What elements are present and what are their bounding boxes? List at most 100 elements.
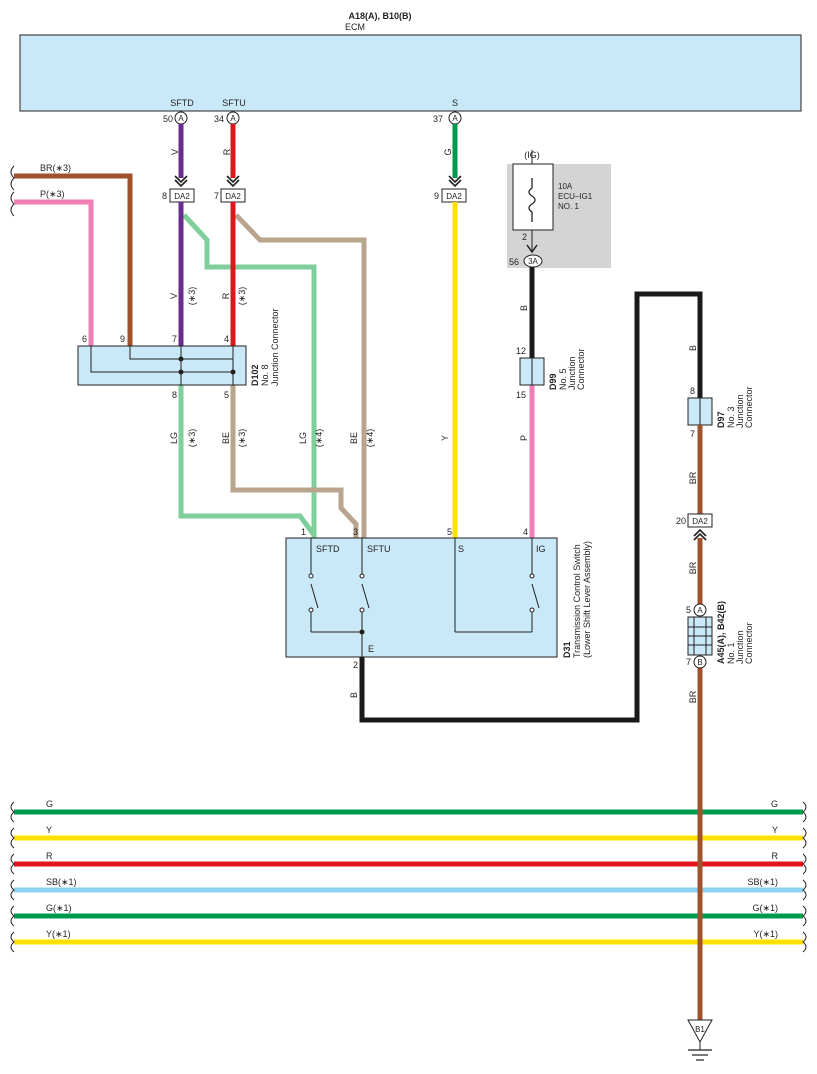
da2-20-pin: 20 — [676, 516, 686, 526]
variant-note-lg-left: (∗3) — [187, 429, 197, 448]
d102-pin-4: 4 — [224, 334, 229, 344]
break-mark-p — [10, 191, 15, 217]
a45-line2: Junction — [735, 630, 745, 664]
fuse-number: NO. 1 — [558, 202, 579, 211]
wire-pink-left — [14, 199, 94, 346]
bus-break-right-2 — [802, 853, 807, 875]
bus-break-right-1 — [802, 827, 807, 849]
fuse-pin: 2 — [522, 232, 527, 242]
d102-junction-connector: 6 9 7 4 8 5 D102 No. 8 Junction Connecto… — [77, 308, 280, 400]
d31-pin-1: 1 — [301, 527, 306, 537]
bus-break-left-3 — [10, 879, 15, 901]
d102-line2: Junction Connector — [270, 308, 280, 386]
da2-connector-7: 7 DA2 — [214, 188, 246, 203]
da2-connector-9: 9 DA2 — [434, 188, 467, 203]
d97-junction-connector: 8 7 D97 No. 3 Junction Connector — [687, 386, 754, 439]
d99-code: D99 — [548, 373, 558, 390]
variant-note-r: (∗3) — [237, 287, 247, 306]
ecm-connector-code: A18(A), B10(B) — [348, 11, 411, 21]
variant-note-lg-right: (∗4) — [314, 429, 324, 448]
ecm-pin-s-connector: A — [452, 114, 458, 123]
wire-label-b-ground: B — [349, 692, 359, 698]
bus-break-right-4 — [802, 905, 807, 927]
wire-label-b-ig: B — [519, 305, 529, 311]
wire-label-r-upper: R — [222, 148, 232, 155]
wire-lightgreen-crossover — [182, 213, 317, 538]
break-mark-br — [10, 165, 15, 191]
d31-pin-name-s: S — [458, 544, 464, 554]
left-input-br: BR(∗3) — [40, 163, 71, 173]
a45-code: A45(A), B42(B) — [716, 601, 726, 664]
d31-code: D31 — [562, 641, 572, 658]
wire-label-v-upper: V — [170, 149, 180, 155]
ecm-pin-sftd-connector: A — [178, 114, 184, 123]
d31-pin-5: 5 — [447, 527, 452, 537]
wire-label-br-1: BR — [688, 471, 698, 484]
d99-line3: Connector — [576, 348, 586, 390]
wire-black-ground — [359, 291, 703, 723]
ecm-name: ECM — [345, 22, 365, 32]
d97-line1: No. 3 — [726, 406, 736, 428]
wire-label-y: Y — [440, 435, 450, 441]
d99-line1: No. 5 — [558, 368, 568, 390]
bus-break-left-4 — [10, 905, 15, 927]
wire-label-v-mid: V — [169, 293, 179, 299]
ecm-pin-sftu-number: 34 — [214, 114, 224, 124]
da2-connector-8: 8 DA2 — [162, 188, 195, 203]
d102-pin-6: 6 — [82, 334, 87, 344]
da2-connector-20: 20 DA2 — [676, 513, 713, 541]
wire-beige-lower — [230, 385, 359, 538]
wire-label-be-left: BE — [221, 432, 231, 444]
ecm-pin-s-number: 37 — [433, 114, 443, 124]
d31-ground-pin: 2 — [353, 660, 358, 670]
ecm-pin-sftu-connector: A — [230, 114, 236, 123]
ecm-pin-sftd-signal: SFTD — [170, 98, 194, 108]
a45-conn-bottom: B — [697, 658, 702, 667]
bus-break-right-5 — [802, 931, 807, 953]
a45-line3: Connector — [744, 622, 754, 664]
d97-line2: Junction — [735, 394, 745, 428]
wire-label-be-right: BE — [349, 432, 359, 444]
bus-label-right-5: Y(∗1) — [753, 929, 778, 939]
d31-line2: (Lower Shift Lever Assembly) — [582, 541, 592, 658]
bus-label-left-0: G — [46, 799, 53, 809]
bus-label-right-1: Y — [772, 825, 778, 835]
wire-label-b-right: B — [688, 345, 698, 351]
bus-break-left-2 — [10, 853, 15, 875]
ecm-pin-sftd: SFTD 50 A — [163, 98, 194, 125]
bus-label-right-3: SB(∗1) — [747, 877, 778, 887]
d102-pin-9: 9 — [120, 334, 125, 344]
fuse-name: ECU–IG1 — [558, 192, 593, 201]
ecm-pin-sftu: SFTU 34 A — [214, 98, 246, 125]
wire-label-p-ig: P — [519, 435, 529, 441]
ecm-pin-sftd-number: 50 — [163, 114, 173, 124]
bus-break-left-0 — [10, 801, 15, 823]
a45-conn-top: A — [697, 606, 703, 615]
ecm-box — [19, 34, 802, 112]
ground-b1: B1 — [687, 1019, 713, 1061]
da2-7-label: DA2 — [225, 192, 241, 201]
variant-note-be-right: (∗4) — [365, 429, 375, 448]
d102-line1: No. 8 — [260, 364, 270, 386]
ground-label: B1 — [695, 1025, 705, 1034]
bus-label-right-0: G — [771, 799, 778, 809]
bus-break-left-5 — [10, 931, 15, 953]
d102-pin-7: 7 — [172, 334, 177, 344]
d31-pin-name-ig: IG — [536, 544, 546, 554]
d31-pin-name-sftu: SFTU — [367, 544, 391, 554]
d99-junction-connector: 12 15 D99 No. 5 Junction Connector — [516, 346, 586, 400]
bus-label-right-4: G(∗1) — [752, 903, 778, 913]
d31-pin-3: 3 — [353, 527, 358, 537]
bus-label-left-1: Y — [46, 825, 52, 835]
da2-9-label: DA2 — [446, 192, 462, 201]
da2-8-label: DA2 — [174, 192, 190, 201]
fuse-rating: 10A — [558, 182, 573, 191]
d31-ground-name: E — [368, 644, 374, 654]
wire-lightgreen-lower — [178, 385, 317, 537]
left-input-p: P(∗3) — [40, 189, 65, 199]
a45-junction-connector: 5 A 7 B A45(A), B42(B) No. 1 Junction Co… — [686, 601, 754, 669]
bus-label-left-5: Y(∗1) — [46, 929, 71, 939]
chevrons-upper — [174, 175, 462, 188]
